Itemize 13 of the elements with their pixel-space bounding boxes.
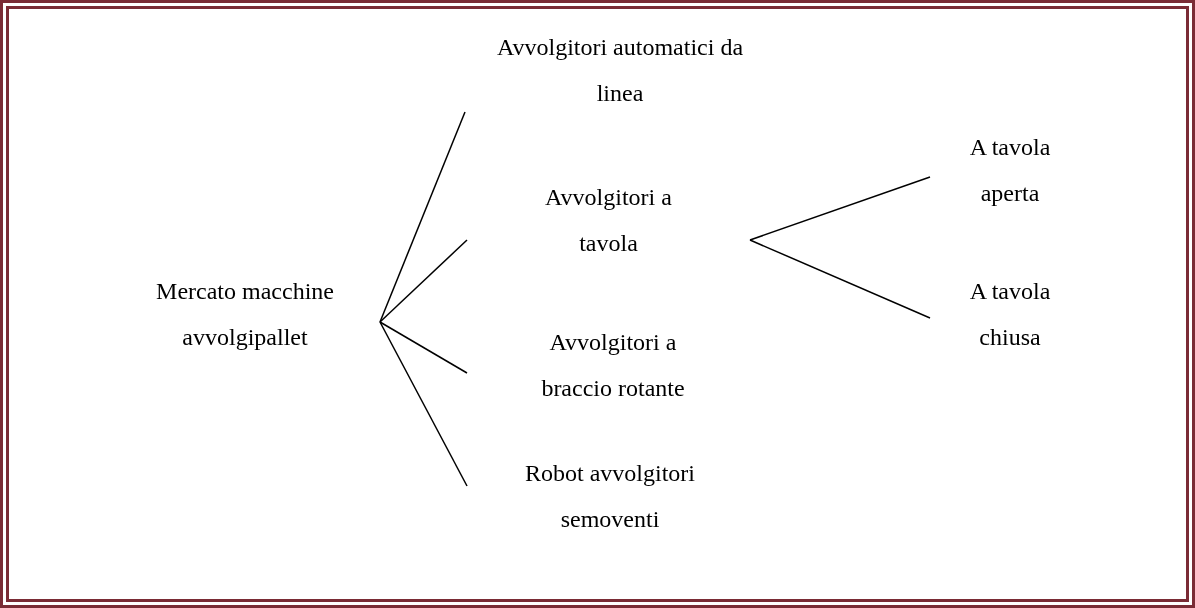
- connector-line: [379, 239, 468, 323]
- node-label: A tavola aperta: [968, 133, 1052, 208]
- connector-line: [379, 111, 466, 323]
- connector-line: [379, 321, 468, 487]
- node-label: Mercato macchine avvolgipallet: [155, 277, 335, 352]
- node-label: A tavola chiusa: [968, 277, 1052, 352]
- connector-line: [749, 176, 931, 241]
- connector-line: [379, 321, 468, 374]
- connector-line: [749, 239, 931, 319]
- node-label: Robot avvolgitori semoventi: [524, 459, 696, 534]
- node-label: Avvolgitori a tavola: [544, 183, 673, 258]
- node-label: Avvolgitori automatici da linea: [495, 33, 745, 108]
- node-label: Avvolgitori a braccio rotante: [540, 328, 686, 403]
